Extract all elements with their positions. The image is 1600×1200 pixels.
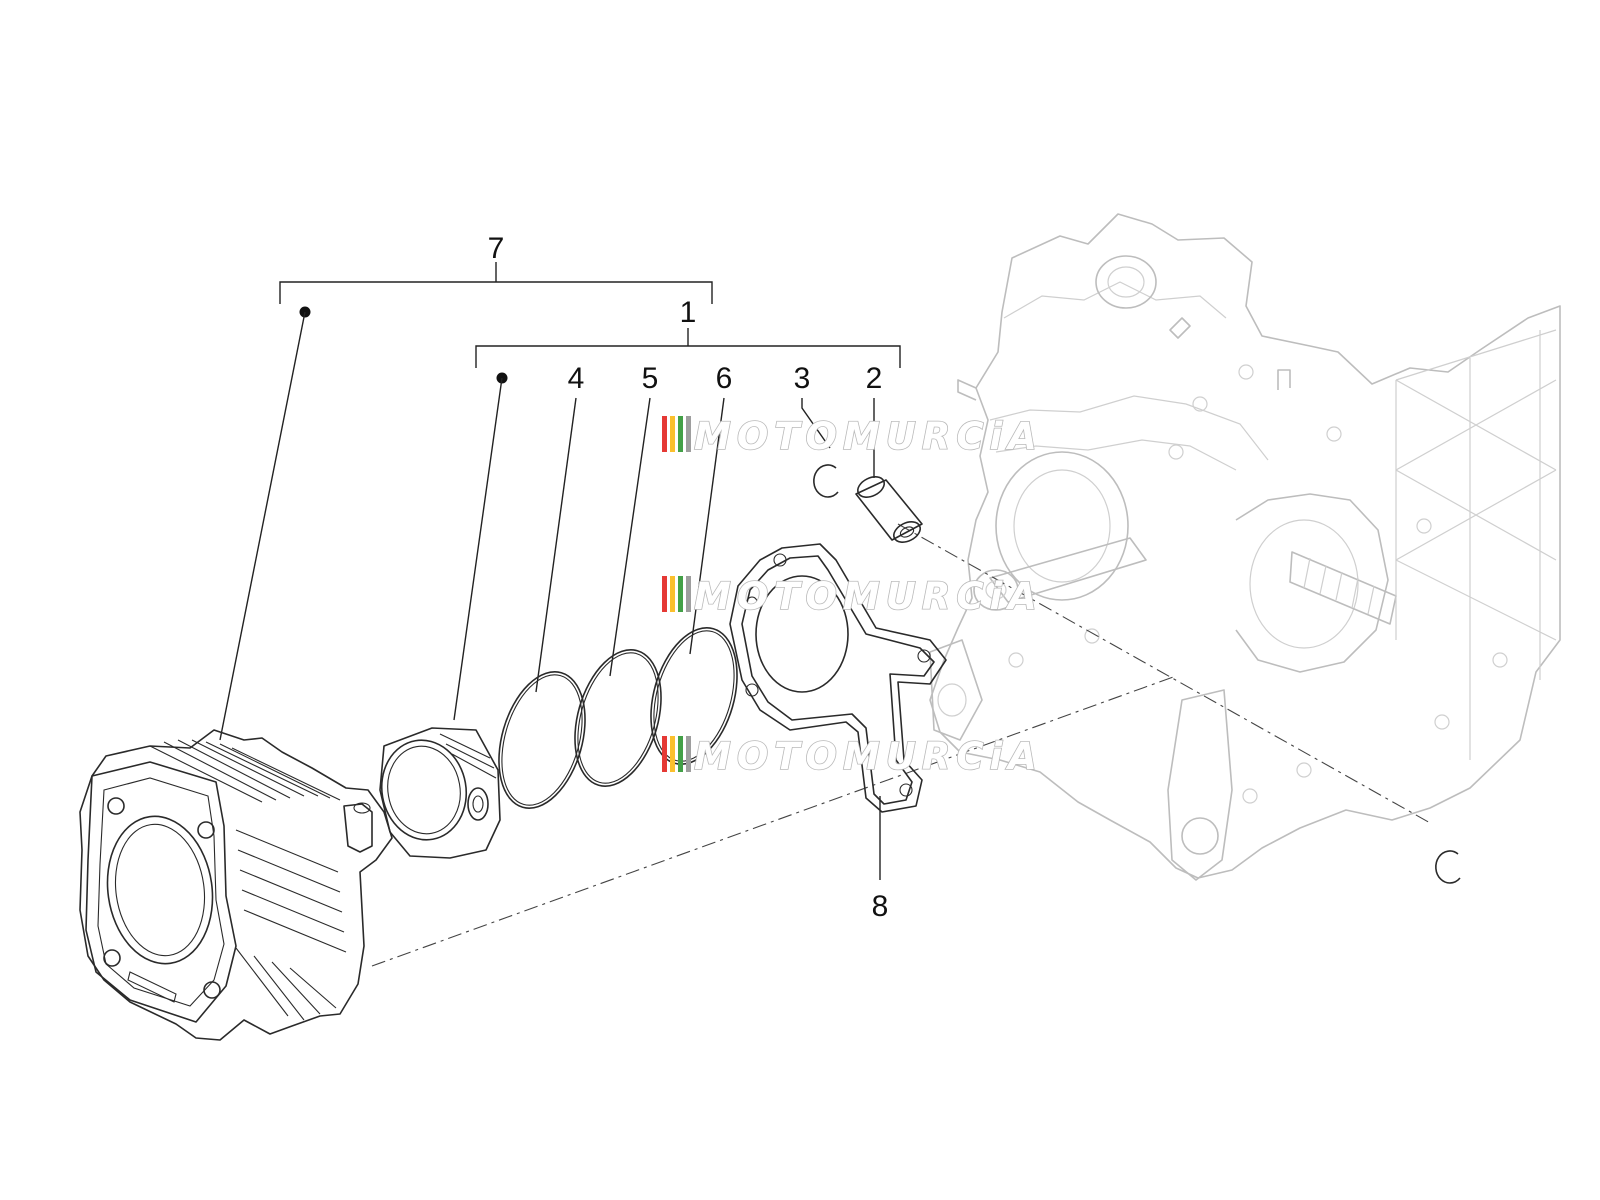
piston-pin-circlip: [813, 464, 1461, 884]
bracket-7: [279, 281, 713, 304]
leader-1: [453, 377, 503, 721]
watermark-top: MOTOMURCiA: [662, 414, 1043, 459]
callout-6: 6: [716, 362, 733, 395]
leader-3: [801, 398, 831, 449]
callout-7: 7: [488, 232, 505, 265]
circlip-upper: [813, 464, 839, 498]
leader-lines: [219, 306, 881, 880]
cylinder: [79, 729, 393, 1041]
watermark-middle: MOTOMURCiA: [662, 574, 1043, 619]
bracket-1: [475, 345, 901, 368]
watermark-middle-text: MOTOMURCiA: [694, 575, 1043, 618]
piston-pin: [855, 476, 923, 543]
watermark-bottom-text: MOTOMURCiA: [694, 735, 1043, 778]
callout-1: 1: [680, 296, 697, 329]
callout-2: 2: [866, 362, 883, 395]
callout-4: 4: [568, 362, 585, 395]
callout-3: 3: [794, 362, 811, 395]
cylinder-base-gasket: [729, 543, 947, 813]
callout-brackets: [279, 262, 901, 368]
alignment-axes: [371, 523, 1433, 967]
leader-4: [535, 397, 577, 693]
callout-5: 5: [642, 362, 659, 395]
piston: [379, 727, 501, 859]
watermark-top-text: MOTOMURCiA: [694, 415, 1043, 458]
engine-crankcase: [929, 213, 1561, 881]
piston-rings: [498, 627, 738, 809]
second-compression-ring: [574, 649, 662, 787]
circlip-lower: [1435, 850, 1461, 884]
leader-7: [219, 311, 306, 741]
callout-numbers: 7 1 4 5 6 3 2 8: [488, 232, 889, 923]
leader-6: [689, 397, 725, 655]
watermark-bottom: MOTOMURCiA: [662, 734, 1043, 779]
piston-pin-axis: [897, 523, 1433, 825]
leader-5: [609, 397, 651, 677]
cylinder-stud-axis: [371, 675, 1177, 967]
oil-scraper-ring: [498, 671, 586, 809]
callout-8: 8: [872, 890, 889, 923]
